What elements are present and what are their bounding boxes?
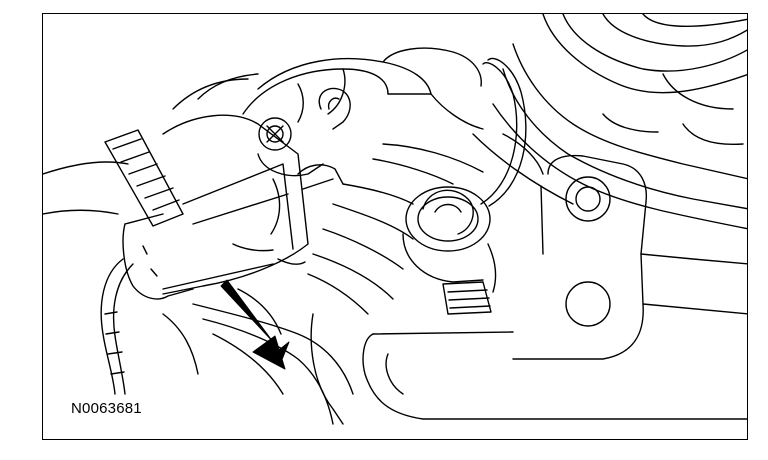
pointer-arrow (220, 279, 290, 370)
figure-id-label: N0063681 (71, 400, 142, 417)
dangling-wire (100, 258, 134, 395)
mounting-bracket (512, 154, 747, 360)
engine-component-illustration (43, 14, 747, 425)
lower-tube (310, 313, 747, 425)
electrical-connector (104, 114, 344, 300)
harness-strands (162, 133, 544, 425)
wire-harness-upper (242, 47, 484, 177)
background-lines (43, 73, 259, 215)
round-connector (402, 57, 527, 315)
figure-frame: N0063681 (42, 13, 748, 440)
